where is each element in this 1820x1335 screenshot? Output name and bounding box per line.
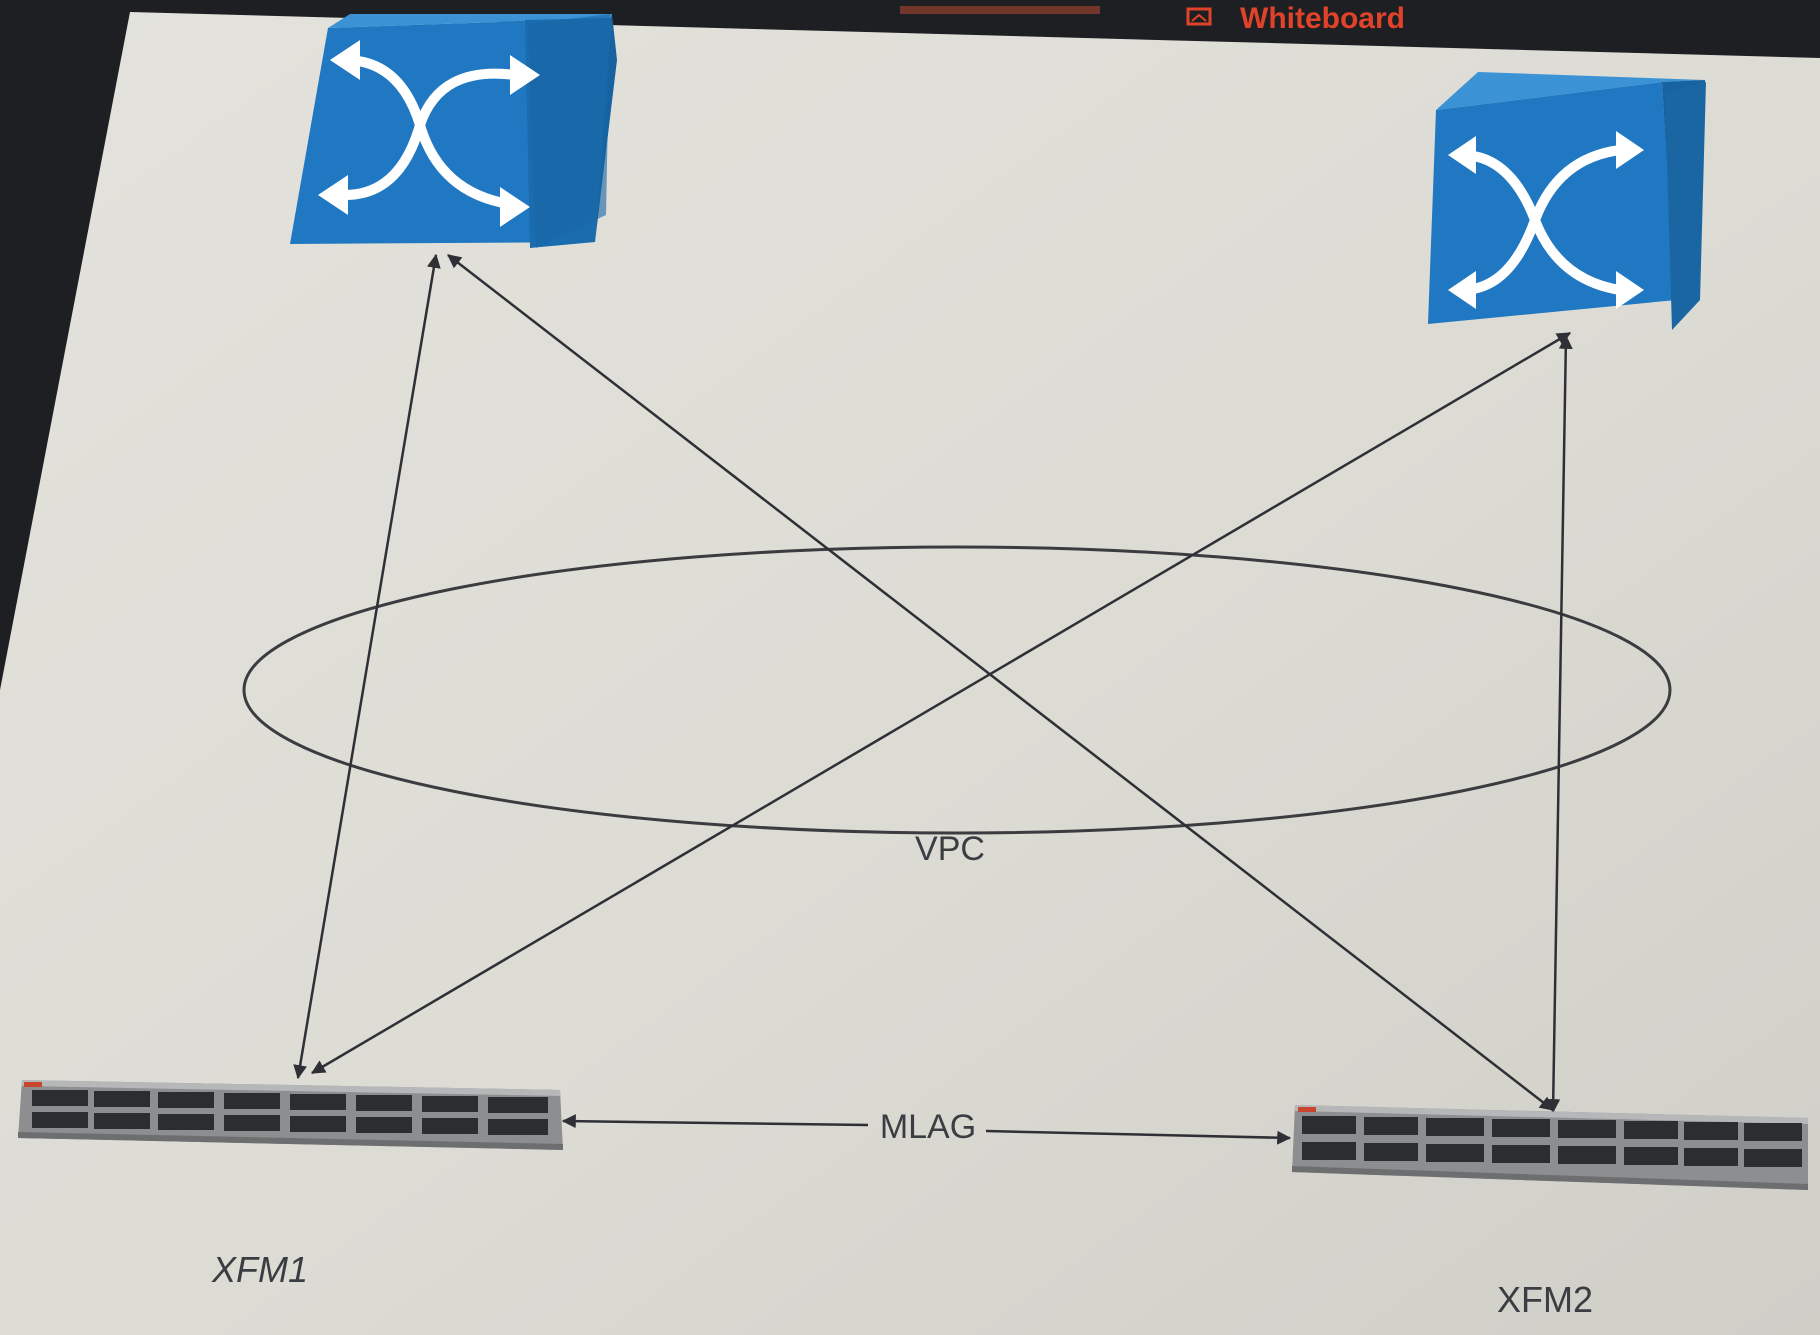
rack-switch-icon[interactable] — [1292, 1105, 1808, 1190]
toolbar-fragment — [900, 6, 1100, 14]
vpc-label: VPC — [915, 830, 985, 868]
link-switch-right-xfm2 — [1546, 334, 1573, 1114]
link-mlag-left — [561, 1114, 869, 1129]
link-mlag-right — [985, 1129, 1292, 1145]
links — [293, 253, 1573, 1145]
link-switch-right-xfm1 — [310, 331, 1572, 1075]
network-switch-icon[interactable] — [1428, 72, 1706, 330]
xfm2-label: XFM2 — [1497, 1279, 1593, 1320]
rack-switch-icon[interactable] — [18, 1080, 563, 1150]
whiteboard-label: Whiteboard — [1240, 2, 1405, 35]
whiteboard-menu-item[interactable]: Whiteboard — [1186, 2, 1405, 35]
network-switch-icon[interactable] — [290, 14, 617, 248]
xfm1-label: XFM1 — [211, 1249, 308, 1290]
whiteboard-icon — [1186, 7, 1212, 26]
mlag-label: MLAG — [880, 1108, 976, 1146]
